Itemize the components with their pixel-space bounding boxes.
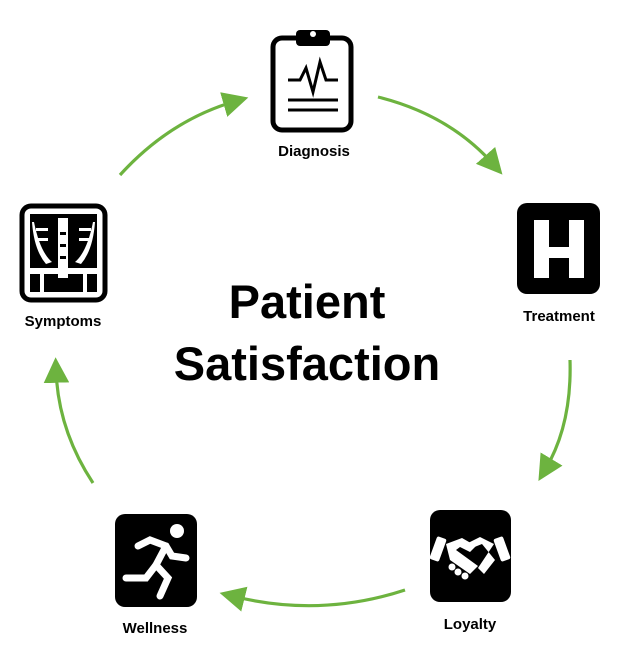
stage-label-wellness: Wellness <box>122 620 188 637</box>
running-person-icon <box>115 514 197 607</box>
hospital-h-icon <box>517 203 600 294</box>
stage-label-diagnosis: Diagnosis <box>278 143 350 160</box>
title-line-2: Satisfaction <box>173 337 441 390</box>
arrow-loyalty-to-wellness <box>219 586 406 612</box>
stage-label-symptoms: Symptoms <box>24 313 102 330</box>
arrow-treatment-to-loyalty <box>538 359 572 481</box>
arrow-symptoms-to-diagnosis <box>118 92 249 177</box>
arrow-diagnosis-to-treatment <box>377 95 503 175</box>
arrow-wellness-to-symptoms <box>43 357 95 484</box>
stage-label-treatment: Treatment <box>523 308 595 325</box>
xray-icon <box>19 203 108 303</box>
stage-label-loyalty: Loyalty <box>443 616 497 633</box>
handshake-icon <box>429 510 511 602</box>
clipboard-heartbeat-icon <box>270 30 354 133</box>
title-line-1: Patient <box>228 275 386 328</box>
